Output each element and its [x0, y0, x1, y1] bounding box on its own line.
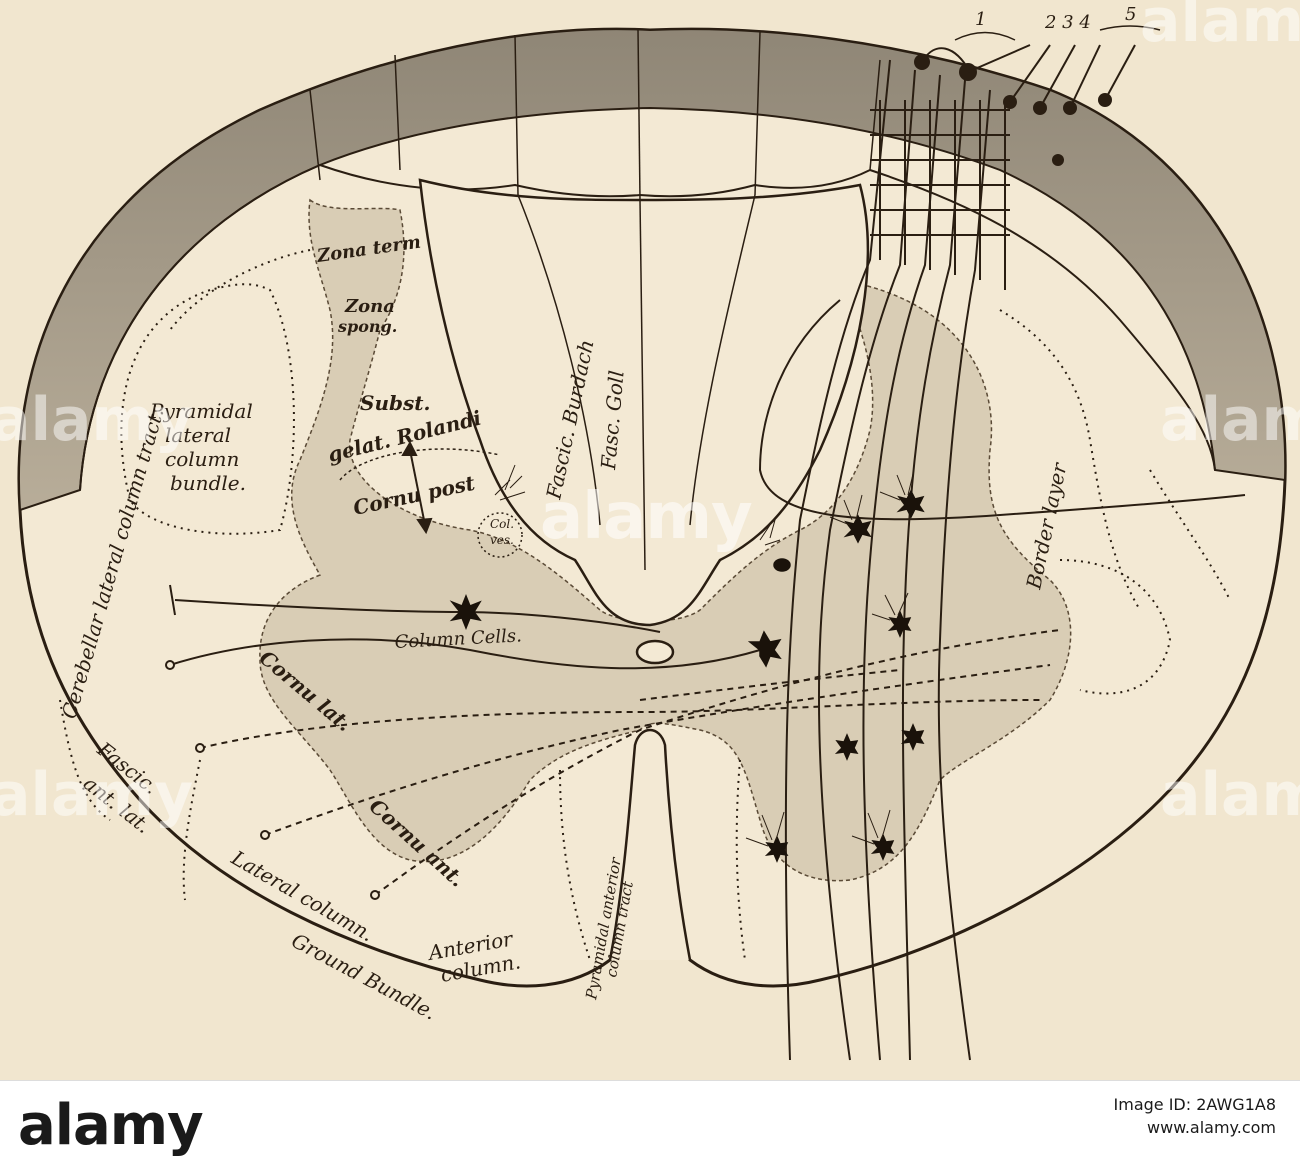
label-pyramidal-1: Pyramidal [149, 399, 253, 423]
label-root-5: 5 [1125, 4, 1136, 25]
dendrites [494, 464, 915, 847]
spinal-cord-diagram: Zona term Zona spong. Subst. gelat. Rola… [17, 4, 1287, 1061]
fiber-terminals [165, 660, 380, 900]
footer-meta: Image ID: 2AWG1A8 www.alamy.com [1114, 1095, 1276, 1137]
cornu-post-arrow [401, 440, 433, 535]
label-zona-spong-1: Zona [344, 296, 395, 317]
footer-image-id: Image ID: 2AWG1A8 [1113, 1095, 1276, 1114]
label-subst: Subst. [360, 391, 430, 415]
footer-logo[interactable]: alamy [18, 1093, 204, 1158]
dashed-commissural-fibers [199, 629, 1061, 896]
footer-bar: alamy Image ID: 2AWG1A8 www.alamy.com [0, 1080, 1300, 1166]
dorsal-root-fibers [758, 59, 1246, 1061]
watermark-left-lower: alamy [0, 760, 194, 830]
watermark-right-lower: alamy [1160, 760, 1300, 830]
label-root-234: 2 3 4 [1044, 12, 1091, 33]
central-canal [635, 639, 675, 665]
diagram-plate: Zona term Zona spong. Subst. gelat. Rola… [0, 0, 1300, 1080]
root-entry-hatch [870, 100, 1010, 290]
label-col-ves-2: ves. [490, 533, 514, 547]
posterior-columns [418, 178, 870, 627]
grey-matter [259, 198, 1072, 882]
watermark-center: alamy [540, 480, 753, 554]
posterior-band [17, 28, 1287, 512]
posterior-septa [517, 194, 756, 571]
label-zona-spong-2: spong. [337, 317, 397, 336]
root-fiber-tops [921, 44, 1136, 109]
root-number-brackets [954, 25, 1161, 41]
label-root-1: 1 [975, 9, 986, 30]
tract-boundaries [59, 249, 1231, 961]
band-inner-edge [79, 163, 1216, 491]
label-pyramidal-3: column [165, 447, 239, 471]
footer-url[interactable]: www.alamy.com [1147, 1118, 1276, 1137]
label-pyramidal-2: lateral [165, 423, 231, 447]
watermark-right: alamy [1160, 385, 1300, 455]
label-pyramidal-4: bundle. [170, 471, 246, 495]
anterior-fissure [608, 728, 692, 961]
watermark-top-right: alamy [1140, 0, 1300, 56]
label-col-ves-1: Col. [490, 517, 514, 531]
rolandi-outline [339, 448, 501, 481]
watermark-left: alamy [0, 385, 194, 455]
col-ves-outline [477, 512, 523, 558]
neurons [449, 489, 925, 863]
